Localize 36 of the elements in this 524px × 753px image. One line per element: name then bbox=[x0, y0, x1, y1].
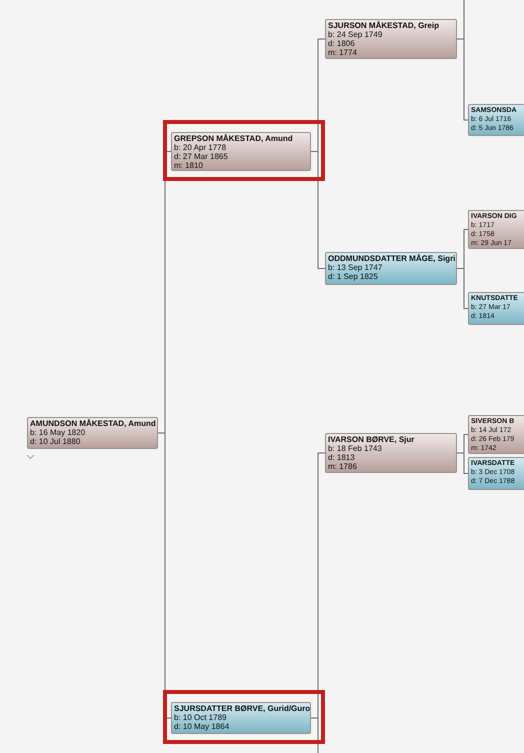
life-date: d: 10 Jul 1880 bbox=[30, 437, 80, 446]
life-date: d: 27 Mar 1865 bbox=[174, 152, 228, 161]
person-card bbox=[171, 702, 311, 734]
connector-line bbox=[158, 432, 172, 718]
person-card bbox=[171, 132, 311, 171]
person-card bbox=[468, 457, 524, 490]
life-date: b: 20 Apr 1778 bbox=[174, 143, 226, 152]
person-card bbox=[325, 19, 457, 59]
person-card bbox=[325, 252, 457, 285]
person-name: AMUNDSON MÅKESTAD, Amund bbox=[30, 419, 156, 428]
life-date: d: 1813 bbox=[328, 453, 355, 462]
life-date: m: 1810 bbox=[174, 161, 203, 170]
connector-line bbox=[456, 452, 468, 474]
life-date: b: 13 Sep 1747 bbox=[328, 263, 382, 272]
life-date: d: 1 Sep 1825 bbox=[328, 272, 378, 281]
person-card bbox=[27, 417, 158, 449]
life-date: b: 18 Feb 1743 bbox=[328, 444, 382, 453]
person-name: IVARSON BØRVE, Sjur bbox=[328, 435, 414, 444]
connector-line bbox=[456, 268, 468, 309]
person-name: GREPSON MÅKESTAD, Amund bbox=[174, 134, 293, 143]
person-card bbox=[468, 210, 524, 249]
life-date: b: 24 Sep 1749 bbox=[328, 30, 382, 39]
person-card bbox=[468, 292, 524, 325]
person-card bbox=[468, 104, 524, 136]
person-card bbox=[468, 415, 524, 454]
life-date: b: 10 Oct 1789 bbox=[174, 713, 226, 722]
life-date: m: 1786 bbox=[328, 462, 357, 471]
life-date: b: 16 May 1820 bbox=[30, 428, 86, 437]
life-date: d: 1806 bbox=[328, 39, 355, 48]
person-name: SJURSON MÅKESTAD, Greip bbox=[328, 21, 439, 30]
life-date: d: 10 May 1864 bbox=[174, 722, 230, 731]
person-name: ODDMUNDSDATTER MÅGE, Sigri bbox=[328, 254, 456, 263]
person-name: SJURSDATTER BØRVE, Gurid/Guro bbox=[174, 704, 310, 713]
life-date: m: 1774 bbox=[328, 48, 357, 57]
connector-line bbox=[310, 718, 318, 753]
person-card bbox=[325, 433, 457, 473]
